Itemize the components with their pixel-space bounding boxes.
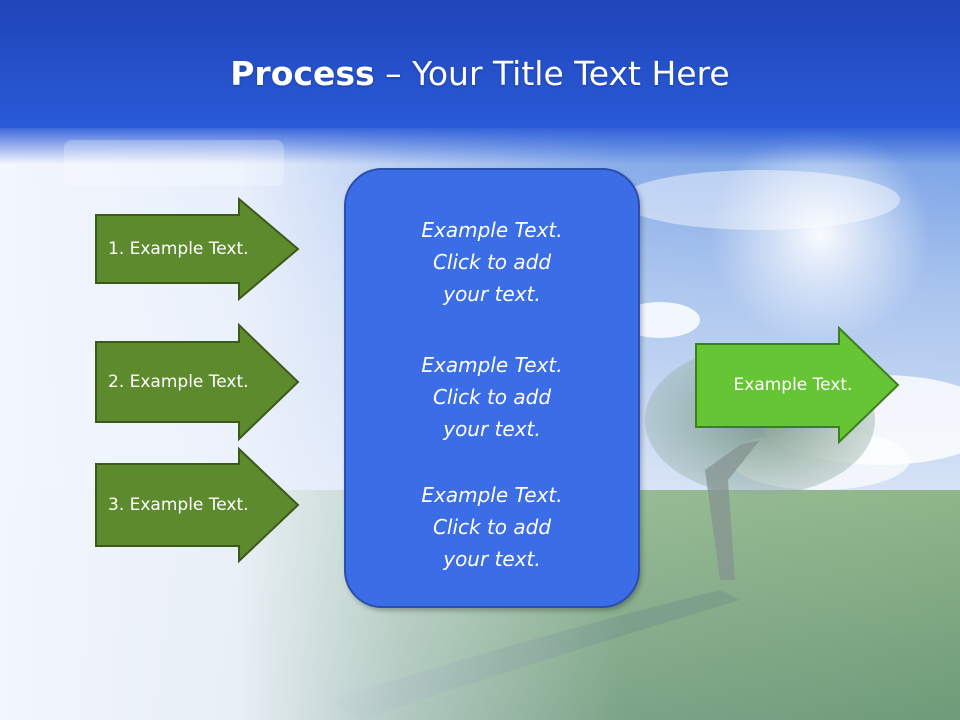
center-line: Example Text. bbox=[421, 218, 563, 242]
right-arrow-icon bbox=[95, 196, 300, 302]
output-arrow: Example Text. bbox=[695, 325, 900, 445]
right-arrow-icon bbox=[95, 322, 300, 442]
title-bold: Process bbox=[230, 54, 375, 93]
center-line: your text. bbox=[443, 547, 541, 571]
step-label: 2. Example Text. bbox=[108, 372, 249, 392]
output-label: Example Text. bbox=[733, 375, 853, 395]
center-line: Example Text. bbox=[421, 483, 563, 507]
center-line: Click to add bbox=[432, 385, 552, 409]
center-line: your text. bbox=[443, 282, 541, 306]
right-arrow-icon bbox=[95, 446, 300, 564]
process-center-box: Example Text. Click to add your text. Ex… bbox=[344, 168, 640, 608]
step-arrow-3: 3. Example Text. bbox=[95, 446, 300, 564]
slide-title: Process – Your Title Text Here bbox=[0, 52, 960, 96]
center-line: Click to add bbox=[432, 250, 552, 274]
step-label: 1. Example Text. bbox=[108, 239, 249, 259]
step-arrow-1: 1. Example Text. bbox=[95, 196, 300, 302]
center-paragraph-3: Example Text. Click to add your text. bbox=[346, 479, 638, 575]
center-paragraph-2: Example Text. Click to add your text. bbox=[346, 349, 638, 445]
right-arrow-icon bbox=[695, 325, 900, 445]
title-rest: – Your Title Text Here bbox=[374, 54, 730, 93]
center-line: your text. bbox=[443, 417, 541, 441]
step-arrow-2: 2. Example Text. bbox=[95, 322, 300, 442]
center-paragraph-1: Example Text. Click to add your text. bbox=[346, 214, 638, 310]
center-line: Example Text. bbox=[421, 353, 563, 377]
center-line: Click to add bbox=[432, 515, 552, 539]
step-label: 3. Example Text. bbox=[108, 495, 249, 515]
